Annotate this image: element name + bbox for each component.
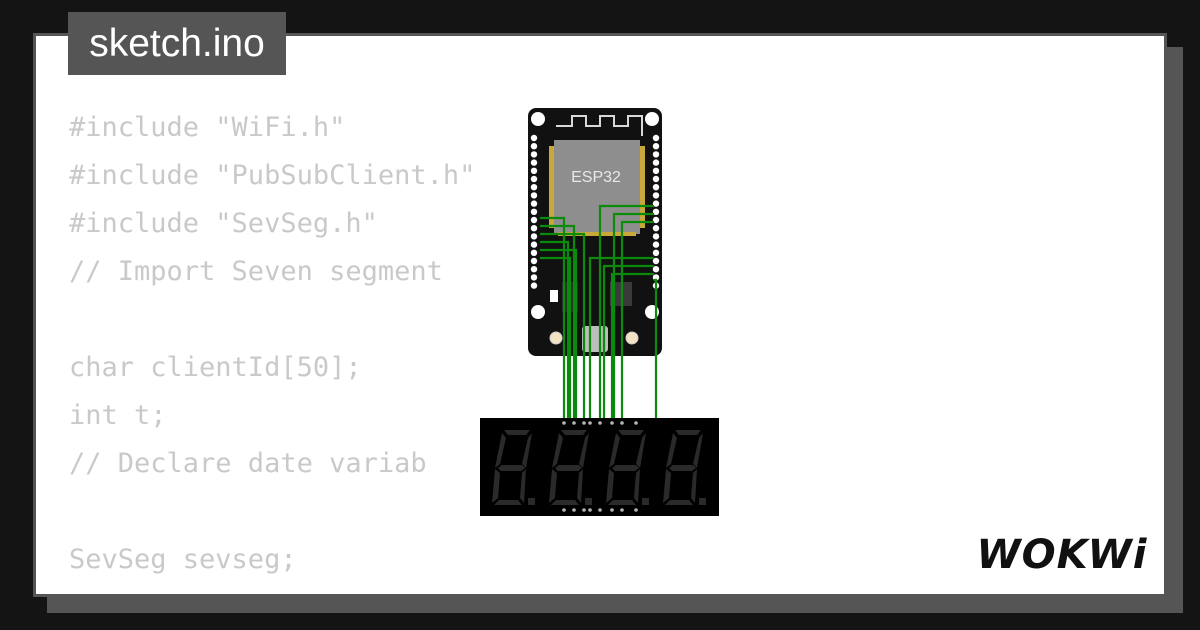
segment	[561, 430, 587, 435]
segment	[634, 469, 640, 503]
wires	[540, 204, 658, 422]
segment	[669, 465, 696, 471]
board-pin	[530, 200, 538, 207]
code-line-8: // Declare date variab	[69, 448, 427, 479]
circuit-diagram: ESP32	[480, 108, 719, 516]
board-pin	[530, 249, 538, 256]
code-line-1: #include "WiFi.h"	[69, 112, 346, 143]
pin-header-right	[652, 134, 660, 289]
code-preview: #include "WiFi.h" #include "PubSubClient.…	[69, 104, 508, 594]
segment	[636, 433, 646, 468]
wokwi-logo-text: WOKWi	[977, 532, 1148, 578]
segment	[675, 430, 701, 435]
code-line-7: int t;	[69, 400, 167, 431]
board-pin	[652, 241, 660, 248]
board-pin	[530, 184, 538, 191]
board-pin	[530, 216, 538, 224]
code-line-5	[69, 296, 508, 344]
board-pin	[530, 175, 538, 183]
board-pin	[652, 143, 660, 150]
segment	[663, 469, 671, 503]
wokwi-logo: WOKWi	[977, 532, 1148, 578]
board-pin	[530, 167, 538, 174]
segment	[577, 469, 583, 503]
decimal-point	[528, 498, 535, 505]
segment	[579, 433, 589, 468]
segment	[498, 465, 525, 471]
board-pin	[652, 159, 660, 166]
board-pin	[530, 192, 538, 199]
segment	[494, 500, 522, 505]
segment	[551, 500, 579, 505]
segment	[504, 430, 530, 435]
display-pins	[562, 421, 638, 512]
segment	[693, 433, 703, 468]
code-line-3: #include "SevSeg.h"	[69, 208, 378, 239]
board-pin	[652, 233, 660, 240]
segment	[555, 465, 582, 471]
code-line-4: // Import Seven segment	[69, 256, 443, 287]
board-pin	[652, 151, 660, 158]
board-pin	[652, 192, 660, 199]
seven-segment-display[interactable]	[480, 418, 719, 516]
chip-label: ESP32	[571, 169, 621, 186]
board-pin	[652, 249, 660, 256]
board-pin	[530, 257, 538, 265]
board-pin	[652, 200, 660, 207]
board-pin	[652, 216, 660, 224]
board-pin	[652, 225, 660, 232]
segment	[552, 433, 563, 468]
digit-group	[492, 430, 706, 505]
pin-header-left	[530, 134, 538, 289]
decimal-point	[642, 498, 649, 505]
code-line-9	[69, 488, 508, 536]
board-pin	[530, 266, 538, 273]
board-pin	[530, 282, 538, 289]
board-pin	[652, 266, 660, 273]
segment	[522, 433, 532, 468]
segment	[665, 500, 693, 505]
board-pin	[530, 151, 538, 158]
segment	[495, 433, 506, 468]
segment	[666, 433, 677, 468]
board-pin	[652, 167, 660, 174]
segment	[618, 430, 644, 435]
segment	[520, 469, 526, 503]
code-line-11: // Config the Seven segment	[69, 584, 508, 594]
board-pin	[530, 208, 538, 215]
code-line-2: #include "PubSubClient.h"	[69, 160, 476, 191]
board-pin	[530, 274, 538, 281]
board-pin	[530, 143, 538, 150]
board-pin	[530, 241, 538, 248]
segment	[608, 500, 636, 505]
segment	[549, 469, 557, 503]
board-pin	[652, 184, 660, 191]
code-line-10: SevSeg sevseg;	[69, 544, 297, 575]
sketch-title-tab[interactable]: sketch.ino	[68, 12, 286, 75]
segment	[691, 469, 697, 503]
esp32-board[interactable]: ESP32	[528, 108, 662, 356]
board-pin	[652, 175, 660, 183]
segment	[612, 465, 639, 471]
code-line-6: char clientId[50];	[69, 352, 362, 383]
decimal-point	[585, 498, 592, 505]
board-pin	[530, 159, 538, 166]
board-pin	[652, 257, 660, 265]
segment	[606, 469, 614, 503]
board-pin	[530, 233, 538, 240]
segment	[492, 469, 500, 503]
board-pin	[530, 134, 538, 142]
board-pin	[530, 225, 538, 232]
board-pin	[652, 134, 660, 142]
decimal-point	[699, 498, 706, 505]
board-pin	[652, 208, 660, 215]
segment	[609, 433, 620, 468]
